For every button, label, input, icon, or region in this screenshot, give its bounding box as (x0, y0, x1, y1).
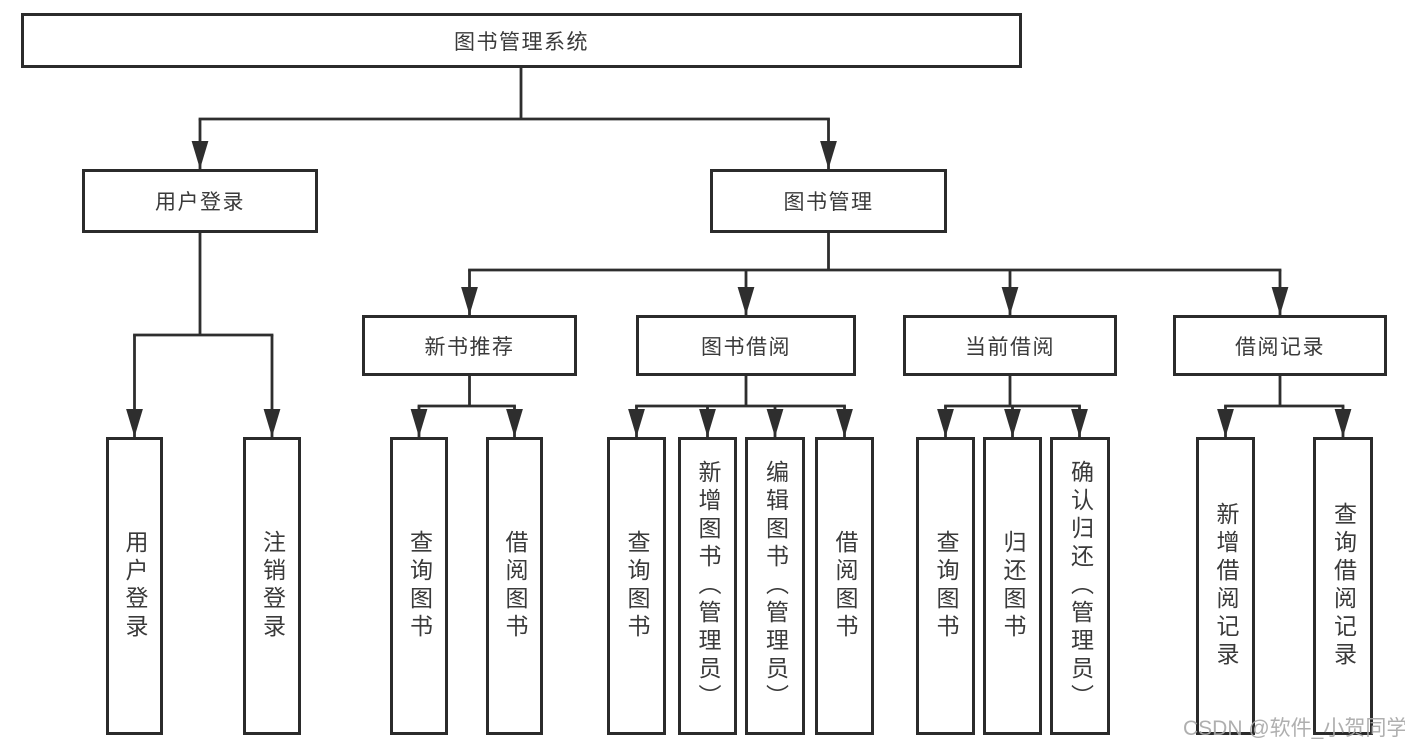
node-book-borrowing: 图书借阅 (636, 315, 856, 376)
node-new-book-recommendation: 新书推荐 (362, 315, 577, 376)
leaf-query-borrow-record: 查询借阅记录 (1313, 437, 1373, 735)
leaf-logout: 注销登录 (243, 437, 301, 735)
leaf-add-books-admin-label: 新增图书（管理员） (695, 460, 721, 712)
leaf-add-books-admin: 新增图书（管理员） (678, 437, 737, 735)
leaf-confirm-return-admin: 确认归还（管理员） (1050, 437, 1110, 735)
leaf-query-books-recommend: 查询图书 (390, 437, 448, 735)
leaf-query-books-recommend-label: 查询图书 (406, 530, 433, 642)
leaf-query-borrow-record-label: 查询借阅记录 (1330, 502, 1357, 670)
leaf-edit-books-admin: 编辑图书（管理员） (745, 437, 805, 735)
leaf-logout-label: 注销登录 (259, 530, 286, 642)
csdn-watermark: CSDN @软件_小贺同学 (1183, 717, 1405, 740)
node-library-management-system: 图书管理系统 (21, 13, 1022, 68)
leaf-add-borrow-record: 新增借阅记录 (1196, 437, 1255, 735)
node-user-login: 用户登录 (82, 169, 318, 233)
leaf-user-login-label: 用户登录 (122, 530, 148, 642)
leaf-return-books-label: 归还图书 (1000, 530, 1026, 642)
node-current-borrowing: 当前借阅 (903, 315, 1117, 376)
leaf-user-login: 用户登录 (106, 437, 163, 735)
leaf-edit-books-admin-label: 编辑图书（管理员） (762, 460, 789, 712)
leaf-query-books-borrow-label: 查询图书 (624, 530, 650, 642)
leaf-return-books: 归还图书 (983, 437, 1042, 735)
leaf-borrow-books-recommend-label: 借阅图书 (502, 530, 528, 642)
leaf-add-borrow-record-label: 新增借阅记录 (1213, 502, 1239, 670)
leaf-borrow-books: 借阅图书 (815, 437, 874, 735)
node-borrowing-records: 借阅记录 (1173, 315, 1387, 376)
node-book-management: 图书管理 (710, 169, 947, 233)
leaf-borrow-books-recommend: 借阅图书 (486, 437, 543, 735)
leaf-query-books-current: 查询图书 (916, 437, 975, 735)
leaf-confirm-return-admin-label: 确认归还（管理员） (1067, 460, 1094, 712)
leaf-borrow-books-label: 借阅图书 (832, 530, 858, 642)
leaf-query-books-borrow: 查询图书 (607, 437, 666, 735)
leaf-query-books-current-label: 查询图书 (933, 530, 959, 642)
